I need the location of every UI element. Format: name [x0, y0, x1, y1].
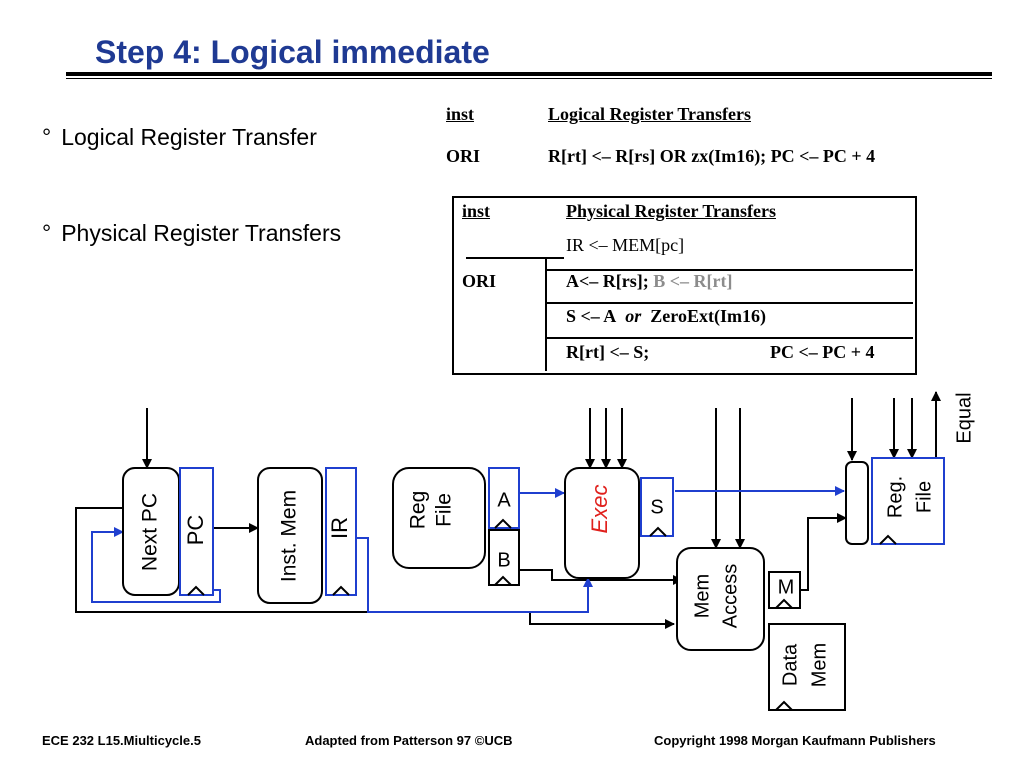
physical-fetch-step: IR <– MEM[pc]: [566, 235, 685, 255]
step1-b: B <– R[rt]: [653, 271, 733, 291]
physical-step3-a: R[rt] <– S;: [566, 342, 650, 362]
reg-file-label-top: Reg: [407, 491, 430, 530]
reg-file-out-label-top: Reg.: [884, 476, 906, 518]
ir-register: [325, 467, 357, 596]
bullet-symbol: °: [42, 220, 52, 246]
functional-blocks: [122, 461, 869, 711]
footer-copyright: Copyright 1998 Morgan Kaufmann Publisher…: [654, 733, 936, 748]
page-title: Step 4: Logical immediate: [95, 34, 490, 70]
physical-step2: S <– A or ZeroExt(Im16): [566, 306, 766, 327]
logical-row-inst: ORI: [446, 146, 481, 166]
bullet-symbol: °: [42, 124, 52, 150]
step1-a: A<– R[rs];: [566, 271, 649, 291]
register-blocks: [179, 457, 945, 596]
logical-header-inst: inst: [446, 104, 475, 124]
exec-block: [564, 467, 640, 579]
ir-label: IR: [327, 517, 352, 539]
title-rule-thick: [66, 72, 992, 76]
inst-mem-label: Inst. Mem: [278, 490, 301, 582]
step2-pre: S <– A: [566, 306, 617, 326]
physical-header-inst: inst: [462, 201, 491, 221]
reg-file-out-block: [871, 457, 945, 545]
mem-access-label-top: Mem: [691, 574, 713, 618]
physical-step3-b: PC <– PC + 4: [770, 342, 875, 362]
reg-file-out-label-bottom: File: [913, 481, 935, 513]
logical-row-transfer: R[rt] <– R[rs] OR zx(Im16); PC <– PC + 4: [548, 146, 876, 166]
reg-a-register: [488, 467, 520, 529]
footer-course: ECE 232 L15.Miulticycle.5: [42, 733, 201, 748]
reg-m-block: [768, 571, 801, 609]
blue-wires: [91, 486, 845, 613]
reg-s-register: [640, 477, 674, 537]
reg-file-label-bottom: File: [433, 493, 456, 527]
next-pc-label: Next PC: [139, 493, 162, 571]
reg-m-label: M: [778, 576, 795, 598]
data-mem-label-bottom: Mem: [808, 643, 830, 687]
bullet-label: Physical Register Transfers: [61, 220, 342, 246]
exec-label: Exec: [587, 485, 612, 534]
step2-post: ZeroExt(Im16): [650, 306, 766, 326]
bullet-logical-transfer: ° Logical Register Transfer: [42, 124, 317, 151]
step2-or: or: [625, 306, 642, 326]
mux-block: [845, 461, 869, 545]
pc-label: PC: [183, 515, 208, 546]
black-wires: [75, 391, 941, 629]
mem-access-block: [676, 547, 765, 651]
clock-carets: [187, 518, 897, 711]
mem-access-label-bottom: Access: [719, 564, 741, 628]
equal-label: Equal: [953, 392, 975, 443]
data-mem-label-top: Data: [779, 643, 801, 686]
reg-s-label: S: [650, 496, 663, 518]
inst-mem-block: [257, 467, 323, 604]
reg-b-label: B: [497, 549, 510, 571]
data-mem-block: [768, 623, 846, 711]
physical-header-transfers: Physical Register Transfers: [566, 201, 776, 221]
title-rule-thin: [66, 78, 992, 79]
reg-b-block: [488, 529, 520, 586]
bullet-label: Logical Register Transfer: [61, 124, 317, 150]
logical-header-transfers: Logical Register Transfers: [548, 104, 751, 124]
pc-register: [179, 467, 214, 596]
reg-a-label: A: [497, 489, 511, 511]
footer-attribution: Adapted from Patterson 97 ©UCB: [305, 733, 513, 748]
physical-table-lines: [466, 257, 913, 371]
bullet-physical-transfers: ° Physical Register Transfers: [42, 220, 341, 247]
physical-transfer-table: [452, 196, 917, 375]
physical-step1: A<– R[rs]; B <– R[rt]: [566, 271, 732, 292]
physical-row-inst: ORI: [462, 271, 497, 291]
reg-file-block: [392, 467, 486, 569]
